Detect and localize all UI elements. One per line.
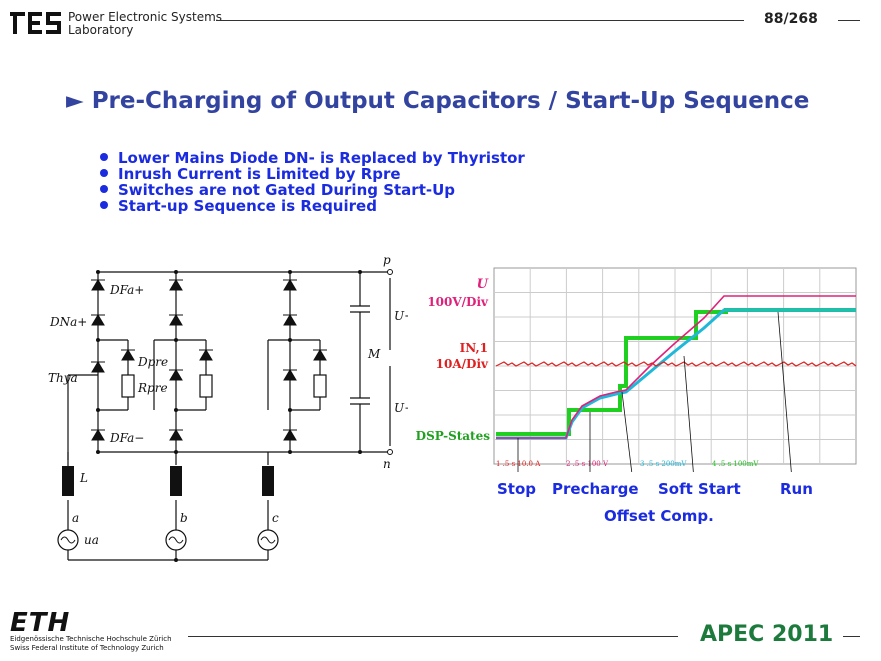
node-p-label: p (383, 253, 391, 267)
bullet-dot-icon (100, 201, 108, 209)
page-number: 88/268 (764, 11, 818, 27)
institution-line1: Eidgenössische Technische Hochschule Zür… (10, 635, 172, 643)
oscilloscope-plot: U 100V/Div IN,1 10A/Div DSP-States 1 .5 … (416, 267, 857, 472)
bullet-item: Inrush Current is Limited by Rpre (100, 166, 525, 182)
bullet-dot-icon (100, 169, 108, 177)
bullet-text: Start-up Sequence is Required (118, 197, 377, 215)
ch4-info: 4 .5 s 100mV (712, 460, 759, 468)
phase-b-label: b (180, 511, 188, 525)
dna-plus-label: DNa+ (49, 315, 87, 329)
slide-title: ► Pre-Charging of Output Capacitors / Sta… (66, 88, 809, 114)
thya-label: Thya (48, 371, 78, 385)
bullet-dot-icon (100, 185, 108, 193)
bullet-text: Inrush Current is Limited by Rpre (118, 165, 401, 183)
bullet-text: Lower Mains Diode DN- is Replaced by Thy… (118, 149, 525, 167)
phase-offset-label: Offset Comp. (604, 507, 714, 525)
node-m-label: M (367, 347, 381, 361)
ch2-info: 2 .5 s 100 V (566, 460, 609, 468)
footer-divider (188, 636, 678, 637)
bullet-item: Start-up Sequence is Required (100, 198, 525, 214)
bullet-item: Switches are not Gated During Start-Up (100, 182, 525, 198)
slide-title-text: Pre-Charging of Output Capacitors / Star… (91, 88, 810, 114)
lab-name: Power Electronic Systems Laboratory (68, 11, 222, 37)
u-plus-label: U+ (394, 309, 408, 323)
lab-name-line2: Laboratory (68, 23, 134, 37)
rectifier-schematic: p n M DFa+ DNa+ Dpre Rpre Thya DFa− L a … (48, 253, 408, 562)
current-trace (495, 361, 857, 367)
rpre-label: Rpre (137, 381, 168, 395)
bullet-dot-icon (100, 153, 108, 161)
ua-label: ua (84, 533, 99, 547)
i-label: IN,1 (460, 341, 488, 355)
phase-softstart-label: Soft Start (658, 480, 741, 498)
footer-divider-right (843, 636, 860, 637)
dpre-label: Dpre (137, 355, 168, 369)
eth-logo: ETH (10, 608, 71, 638)
bullet-text: Switches are not Gated During Start-Up (118, 181, 456, 199)
inductor-label: L (79, 471, 88, 485)
institution-line2: Swiss Federal Institute of Technology Zu… (10, 644, 164, 652)
i-div-label: 10A/Div (436, 357, 489, 371)
phase-run-label: Run (780, 480, 813, 498)
bullet-list: Lower Mains Diode DN- is Replaced by Thy… (100, 150, 525, 214)
u-minus-label: U− (394, 401, 408, 415)
phase-precharge-label: Precharge (552, 480, 639, 498)
u-label: U (477, 277, 489, 292)
ch1-info: 1 .5 s 10.0 A (496, 460, 541, 468)
phase-stop-label: Stop (497, 480, 537, 498)
dsp-trace (496, 308, 856, 436)
ch3-info: 3 .5 s 200mV (640, 460, 687, 468)
lab-name-line1: Power Electronic Systems (68, 10, 223, 24)
dsp-label: DSP-States (416, 429, 491, 443)
pes-logo (10, 12, 61, 34)
node-n-label: n (383, 457, 391, 471)
apec-logo: APEC 2011 (700, 622, 834, 647)
institution-name: Eidgenössische Technische Hochschule Zür… (10, 635, 172, 653)
header-divider-right (838, 20, 860, 21)
dfa-plus-label: DFa+ (109, 283, 144, 297)
phase-pointer-lines (517, 311, 792, 472)
phase-a-label: a (72, 511, 79, 525)
voltage-trace (496, 295, 856, 439)
u-div-label: 100V/Div (427, 295, 489, 309)
bullet-item: Lower Mains Diode DN- is Replaced by Thy… (100, 150, 525, 166)
header-divider (216, 20, 744, 21)
phase-c-label: c (272, 511, 279, 525)
dfa-minus-label: DFa− (109, 431, 144, 445)
play-arrow-icon: ► (66, 88, 84, 114)
